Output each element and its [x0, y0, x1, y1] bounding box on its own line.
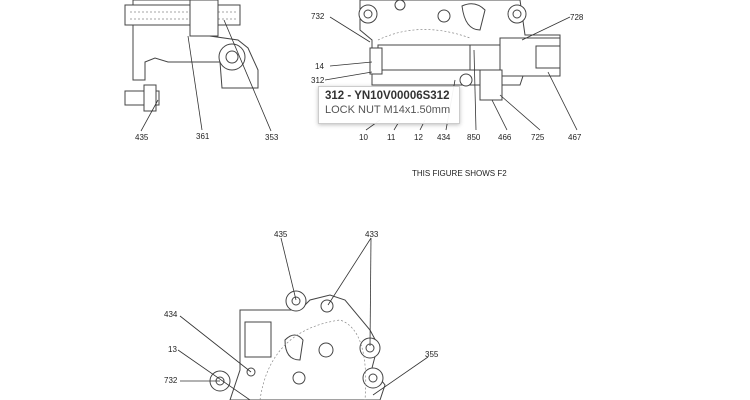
callout-10[interactable]: 10 — [359, 133, 368, 142]
callout-732[interactable]: 732 — [164, 376, 178, 385]
callout-312[interactable]: 312 — [311, 76, 325, 85]
callout-435[interactable]: 435 — [135, 133, 149, 142]
callout-732[interactable]: 732 — [311, 12, 325, 21]
callout-725[interactable]: 725 — [531, 133, 545, 142]
callout-11[interactable]: 11 — [387, 133, 396, 142]
callout-13[interactable]: 13 — [168, 345, 177, 354]
figure-caption: THIS FIGURE SHOWS F2 — [412, 169, 507, 178]
callout-434[interactable]: 434 — [437, 133, 451, 142]
callout-466[interactable]: 466 — [498, 133, 512, 142]
tooltip-part-description: LOCK NUT M14x1.50mm — [325, 104, 451, 116]
callouts-bottom: 435 433 434 13 355 732 — [164, 230, 439, 400]
callouts-top-right: 732 14 312 728 10 11 12 434 850 466 725 … — [311, 12, 584, 142]
callout-435[interactable]: 435 — [274, 230, 288, 239]
callout-850[interactable]: 850 — [467, 133, 481, 142]
callout-12[interactable]: 12 — [414, 133, 423, 142]
callouts-top-left: 435 361 353 — [135, 19, 279, 142]
callout-14[interactable]: 14 — [315, 62, 324, 71]
callout-355[interactable]: 355 — [425, 350, 439, 359]
callout-361[interactable]: 361 — [196, 132, 210, 141]
callout-433[interactable]: 433 — [365, 230, 379, 239]
callout-353[interactable]: 353 — [265, 133, 279, 142]
part-tooltip: 312 - YN10V00006S312 LOCK NUT M14x1.50mm — [318, 86, 460, 124]
side-view-drawing — [124, 0, 259, 112]
tooltip-part-number: 312 - YN10V00006S312 — [325, 90, 450, 102]
bottom-view-drawing — [209, 290, 386, 400]
callout-434[interactable]: 434 — [164, 310, 178, 319]
callout-467[interactable]: 467 — [568, 133, 582, 142]
callout-728[interactable]: 728 — [570, 13, 584, 22]
front-view-drawing — [358, 0, 561, 101]
